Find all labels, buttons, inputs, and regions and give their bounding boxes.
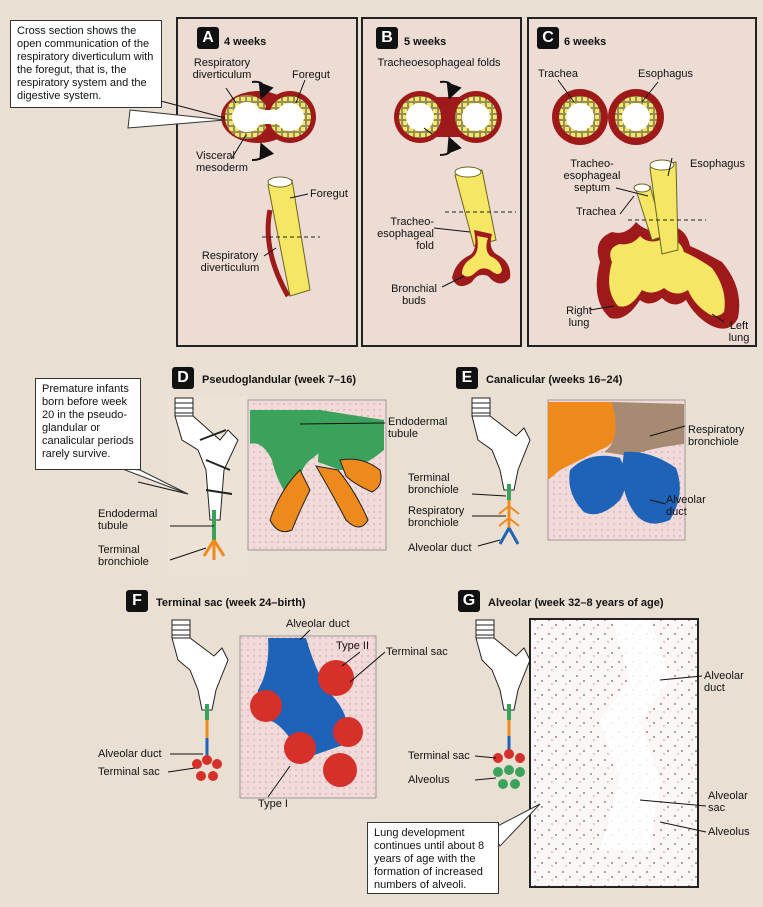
- a-visceral-label: Visceral mesoderm: [196, 150, 248, 174]
- panel-b-title: 5 weeks: [404, 36, 447, 48]
- premature-callout: Premature infants born before week 20 in…: [35, 378, 141, 470]
- a-foregut-label: Foregut: [292, 69, 330, 81]
- panel-c-cross-section: [552, 89, 664, 145]
- panel-f-badge: F: [126, 590, 148, 612]
- f-alv-duct-left-label: Alveolar duct: [98, 748, 162, 760]
- panel-c-title: 6 weeks: [564, 36, 607, 48]
- e-histology: [547, 399, 686, 541]
- a-foregut-mid-label: Foregut: [310, 188, 348, 200]
- e-alv-duct-right-label: Alveolar duct: [666, 494, 706, 518]
- panel-g-badge: G: [458, 590, 480, 612]
- e-bronchial-tree: [471, 397, 531, 545]
- e-alv-duct-left-label: Alveolar duct: [408, 542, 472, 554]
- g-alv-duct-label: Alveolar duct: [704, 670, 744, 694]
- f-term-sac-right-label: Terminal sac: [386, 646, 448, 658]
- g-histology: [529, 618, 699, 888]
- panel-b-badge: B: [376, 27, 398, 49]
- b-folds-label: Tracheoesophageal folds: [377, 57, 501, 69]
- panel-f-title: Terminal sac (week 24–birth): [156, 597, 306, 609]
- panel-b: [361, 17, 522, 347]
- c-septum-label: Tracheo-esophageal septum: [563, 158, 621, 194]
- e-term-bron-label: Terminal bronchiole: [408, 472, 459, 496]
- panel-a-badge: A: [197, 27, 219, 49]
- panel-a: [176, 17, 358, 347]
- c-esophagus-label: Esophagus: [638, 68, 694, 80]
- panel-b-tube: [445, 166, 516, 287]
- cross-section-callout: Cross section shows the open communicati…: [10, 20, 162, 108]
- c-left-lung-label: Left lung: [728, 320, 750, 344]
- panel-c-badge: C: [537, 27, 559, 49]
- d-endo-tub-right-label: Endodermal tubule: [388, 416, 448, 440]
- f-histology: [239, 635, 377, 799]
- panel-a-cross-section: [221, 91, 316, 143]
- g-alveolus-left-label: Alveolus: [408, 774, 450, 786]
- panel-a-title: 4 weeks: [224, 36, 267, 48]
- panel-c-lungs: [596, 159, 740, 329]
- f-term-sac-left-label: Terminal sac: [98, 766, 160, 778]
- b-buds-label: Bronchial buds: [391, 283, 437, 307]
- e-resp-bron-left-label: Respiratory bronchiole: [408, 505, 465, 529]
- g-alv-sac-label: Alveolar sac: [708, 790, 748, 814]
- d-bronchial-tree: [174, 397, 239, 560]
- panel-b-cross-section: [394, 91, 502, 143]
- a-resp-div-label: Respiratory diverticulum: [192, 57, 252, 81]
- c-trachea-label: Trachea: [538, 68, 578, 80]
- e-resp-bron-right-label: Respiratory bronchiole: [688, 424, 745, 448]
- panel-e-title: Canalicular (weeks 16–24): [486, 374, 623, 386]
- d-histology: [247, 399, 387, 551]
- callout-pointers: [119, 109, 541, 847]
- c-esophagus-mid-label: Esophagus: [690, 158, 746, 170]
- panel-d-title: Pseudoglandular (week 7–16): [202, 374, 357, 386]
- panel-g-title: Alveolar (week 32–8 years of age): [488, 597, 664, 609]
- g-bronchial-tree: [475, 619, 531, 789]
- d-endo-tub-left-label: Endodermal tubule: [98, 508, 158, 532]
- g-alveolus-right-label: Alveolus: [708, 826, 750, 838]
- leader-lines: [137, 79, 725, 833]
- b-fold-label: Tracheo-esophageal fold: [377, 216, 434, 252]
- f-alv-duct-top-label: Alveolar duct: [286, 618, 350, 630]
- g-term-sac-label: Terminal sac: [408, 750, 470, 762]
- panel-d-badge: D: [172, 367, 194, 389]
- alveolar-callout: Lung development continues until about 8…: [367, 822, 499, 894]
- c-trachea-mid-label: Trachea: [576, 206, 616, 218]
- c-right-lung-label: Right lung: [566, 305, 592, 329]
- panel-e-badge: E: [456, 367, 478, 389]
- f-type2-label: Type II: [336, 640, 370, 652]
- f-bronchial-tree: [171, 619, 229, 781]
- d-term-bron-label: Terminal bronchiole: [98, 544, 149, 568]
- f-type1-label: Type I: [258, 798, 288, 810]
- a-resp-div-bottom-label: Respiratory diverticulum: [200, 250, 260, 274]
